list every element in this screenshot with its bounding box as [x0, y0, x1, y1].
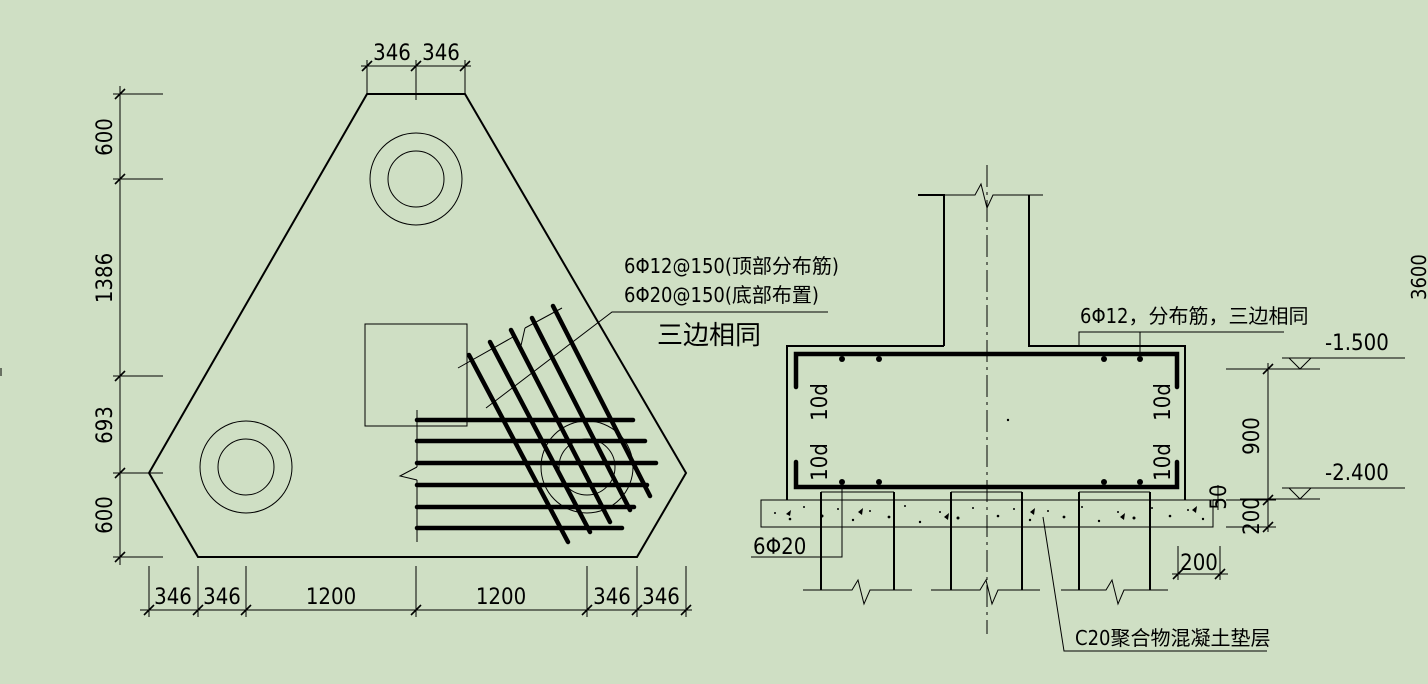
anchor-label-tl: 10d — [808, 383, 833, 421]
bottom-dim-3: 1200 — [306, 585, 356, 610]
section-piles — [803, 491, 1168, 606]
section-horizontal-dimension: 200 — [1172, 546, 1228, 580]
dim-900: 900 — [1240, 417, 1265, 455]
top-dim-1: 346 — [373, 41, 411, 66]
top-dim-2: 346 — [422, 41, 460, 66]
column-outline — [918, 194, 945, 346]
level-bottom: -2.400 — [1325, 461, 1389, 486]
section-top-note: 6Φ12，分布筋，三边相同 — [1080, 304, 1309, 328]
bottom-dim-6: 346 — [642, 585, 680, 610]
column-square — [364, 323, 468, 427]
cut-off-label: 3600 — [1407, 254, 1428, 300]
anchor-label-tr: 10d — [1151, 383, 1176, 421]
cushion-leader — [1042, 516, 1267, 652]
rebar-leader — [485, 311, 828, 409]
cushion-note: C20聚合物混凝土垫层 — [1075, 626, 1270, 650]
elevation-top: -1.500 — [1240, 331, 1405, 370]
left-dim-4: 600 — [93, 496, 118, 534]
left-dimension: 600 1386 693 600 — [93, 86, 163, 565]
plan-view: 346 346 600 1386 693 600 — [93, 41, 839, 617]
bottom-dim-1: 346 — [154, 585, 192, 610]
bottom-bar-leader — [751, 482, 843, 558]
diagonal-rebar — [457, 303, 653, 545]
bottom-dim-5: 346 — [593, 585, 631, 610]
left-dim-3: 693 — [93, 406, 118, 444]
left-dim-1: 600 — [93, 118, 118, 156]
elevation-bottom: -2.400 — [1240, 461, 1405, 500]
pile-left — [199, 420, 293, 514]
bottom-dim-4: 1200 — [476, 585, 526, 610]
horizontal-rebar — [398, 410, 659, 542]
rebar-note-sides: 三边相同 — [657, 321, 761, 351]
rebar-cage — [793, 351, 1180, 490]
anchor-label-bl: 10d — [808, 443, 833, 481]
top-note-leader — [1078, 331, 1284, 346]
section-vertical-dimension: 900 50 200 — [1207, 363, 1276, 535]
dim-200-vertical: 200 — [1240, 497, 1265, 535]
bottom-dimension: 346 346 1200 1200 346 346 — [140, 566, 692, 617]
level-top: -1.500 — [1325, 331, 1389, 356]
top-dimension: 346 346 — [361, 41, 471, 100]
bottom-bar-label: 6Φ20 — [753, 535, 806, 560]
pile-top — [369, 132, 463, 226]
rebar-note-bottom: 6Φ20@150(底部布置) — [624, 283, 819, 307]
anchor-label-br: 10d — [1151, 443, 1176, 481]
dim-200-horizontal: 200 — [1180, 551, 1218, 576]
left-dim-2: 1386 — [93, 253, 118, 303]
section-view: 10d 10d 10d 10d — [751, 165, 1428, 652]
cushion-layer — [760, 499, 1214, 528]
dim-50: 50 — [1207, 484, 1232, 509]
bottom-dim-2: 346 — [203, 585, 241, 610]
rebar-note-top: 6Φ12@150(顶部分布筋) — [624, 254, 839, 278]
